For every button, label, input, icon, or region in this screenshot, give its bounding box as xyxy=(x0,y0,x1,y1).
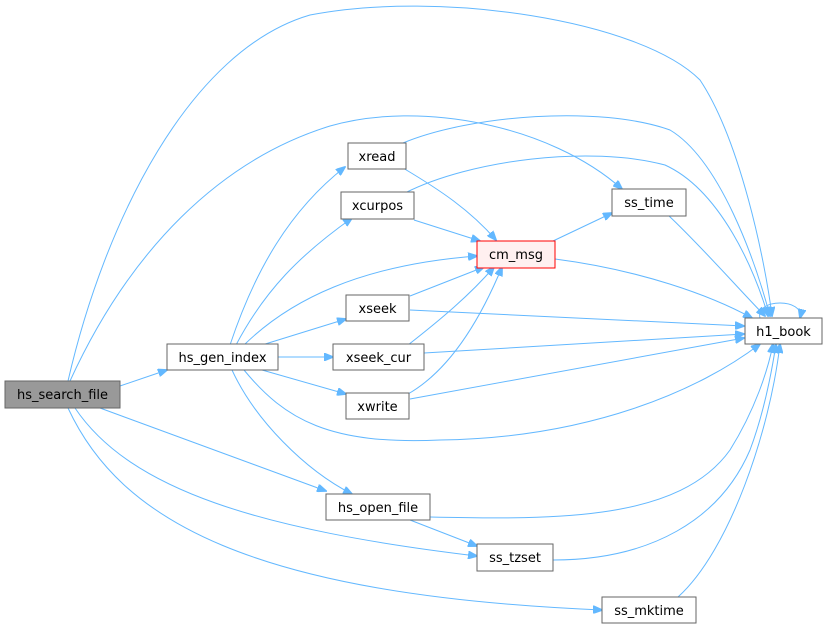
node-label: ss_mktime xyxy=(614,604,684,619)
edge-xwrite-to-cm_msg xyxy=(407,267,502,395)
node-label: xwrite xyxy=(357,400,397,415)
edge-hs_gen_index-to-cm_msg xyxy=(243,256,477,346)
node-label: ss_tzset xyxy=(489,551,541,566)
edge-hs_search_file-to-ss_tzset xyxy=(74,407,477,556)
edge-cm_msg-to-h1_book xyxy=(554,258,752,318)
edge-cm_msg-to-ss_time xyxy=(552,213,612,242)
edge-xcurpos-to-cm_msg xyxy=(413,219,480,241)
node-ss_mktime[interactable]: ss_mktime xyxy=(601,596,697,624)
node-hs_open_file[interactable]: hs_open_file xyxy=(325,493,431,521)
edge-xwrite-to-h1_book xyxy=(409,338,744,400)
edge-hs_search_file-to-h1_book xyxy=(67,5,772,382)
edge-hs_search_file-to-hs_gen_index xyxy=(119,370,167,387)
node-label: hs_gen_index xyxy=(178,351,266,366)
node-label: xread xyxy=(359,150,396,165)
node-xseek_cur[interactable]: xseek_cur xyxy=(332,343,425,371)
node-xseek[interactable]: xseek xyxy=(345,294,410,322)
node-label: xseek xyxy=(359,302,397,317)
edge-hs_gen_index-to-h1_book xyxy=(243,344,760,442)
edges-layer xyxy=(67,5,801,610)
node-hs_search_file[interactable]: hs_search_file xyxy=(4,380,121,409)
edge-hs_gen_index-to-xwrite xyxy=(261,369,346,394)
node-label: hs_open_file xyxy=(338,501,418,516)
edge-xseek-to-cm_msg xyxy=(409,267,484,297)
node-xwrite[interactable]: xwrite xyxy=(345,392,410,420)
edge-ss_mktime-to-h1_book xyxy=(677,344,780,598)
edge-hs_gen_index-to-xread xyxy=(229,167,345,346)
edge-xread-to-cm_msg xyxy=(402,167,496,240)
edge-xcurpos-to-h1_book xyxy=(404,155,768,316)
node-label: h1_book xyxy=(756,325,811,340)
node-xread[interactable]: xread xyxy=(347,142,407,170)
node-ss_tzset[interactable]: ss_tzset xyxy=(476,543,554,572)
node-ss_time[interactable]: ss_time xyxy=(611,188,687,217)
edge-xseek_cur-to-cm_msg xyxy=(407,267,494,346)
nodes-layer: hs_search_file hs_gen_index xread xcurpo… xyxy=(4,142,823,624)
edge-hs_gen_index-to-hs_open_file xyxy=(231,369,352,494)
node-h1_book[interactable]: h1_book xyxy=(744,317,823,345)
edge-hs_search_file-to-hs_open_file xyxy=(99,407,326,491)
edge-xread-to-h1_book xyxy=(402,115,770,316)
edge-xseek-to-h1_book xyxy=(409,309,744,326)
edge-hs_search_file-to-ss_mktime xyxy=(67,407,602,610)
edge-ss_time-to-h1_book xyxy=(667,214,765,316)
node-label: hs_search_file xyxy=(17,388,108,403)
node-hs_gen_index[interactable]: hs_gen_index xyxy=(166,343,279,371)
edge-hs_open_file-to-ss_tzset xyxy=(409,519,477,546)
edge-hs_gen_index-to-xseek xyxy=(261,319,346,346)
node-label: ss_time xyxy=(624,196,673,211)
edge-ss_tzset-to-h1_book xyxy=(552,344,776,561)
edge-hs_open_file-to-h1_book xyxy=(429,344,773,519)
edge-h1_book-to-h1_book xyxy=(759,302,801,318)
edge-hs_search_file-to-ss_time xyxy=(69,115,622,382)
node-label: xcurpos xyxy=(352,199,403,214)
edge-xseek_cur-to-h1_book xyxy=(423,334,744,354)
node-label: cm_msg xyxy=(489,248,543,263)
node-label: xseek_cur xyxy=(346,351,412,366)
node-xcurpos[interactable]: xcurpos xyxy=(340,191,415,220)
node-cm_msg[interactable]: cm_msg xyxy=(476,240,556,269)
edge-hs_gen_index-to-xcurpos xyxy=(235,218,352,346)
